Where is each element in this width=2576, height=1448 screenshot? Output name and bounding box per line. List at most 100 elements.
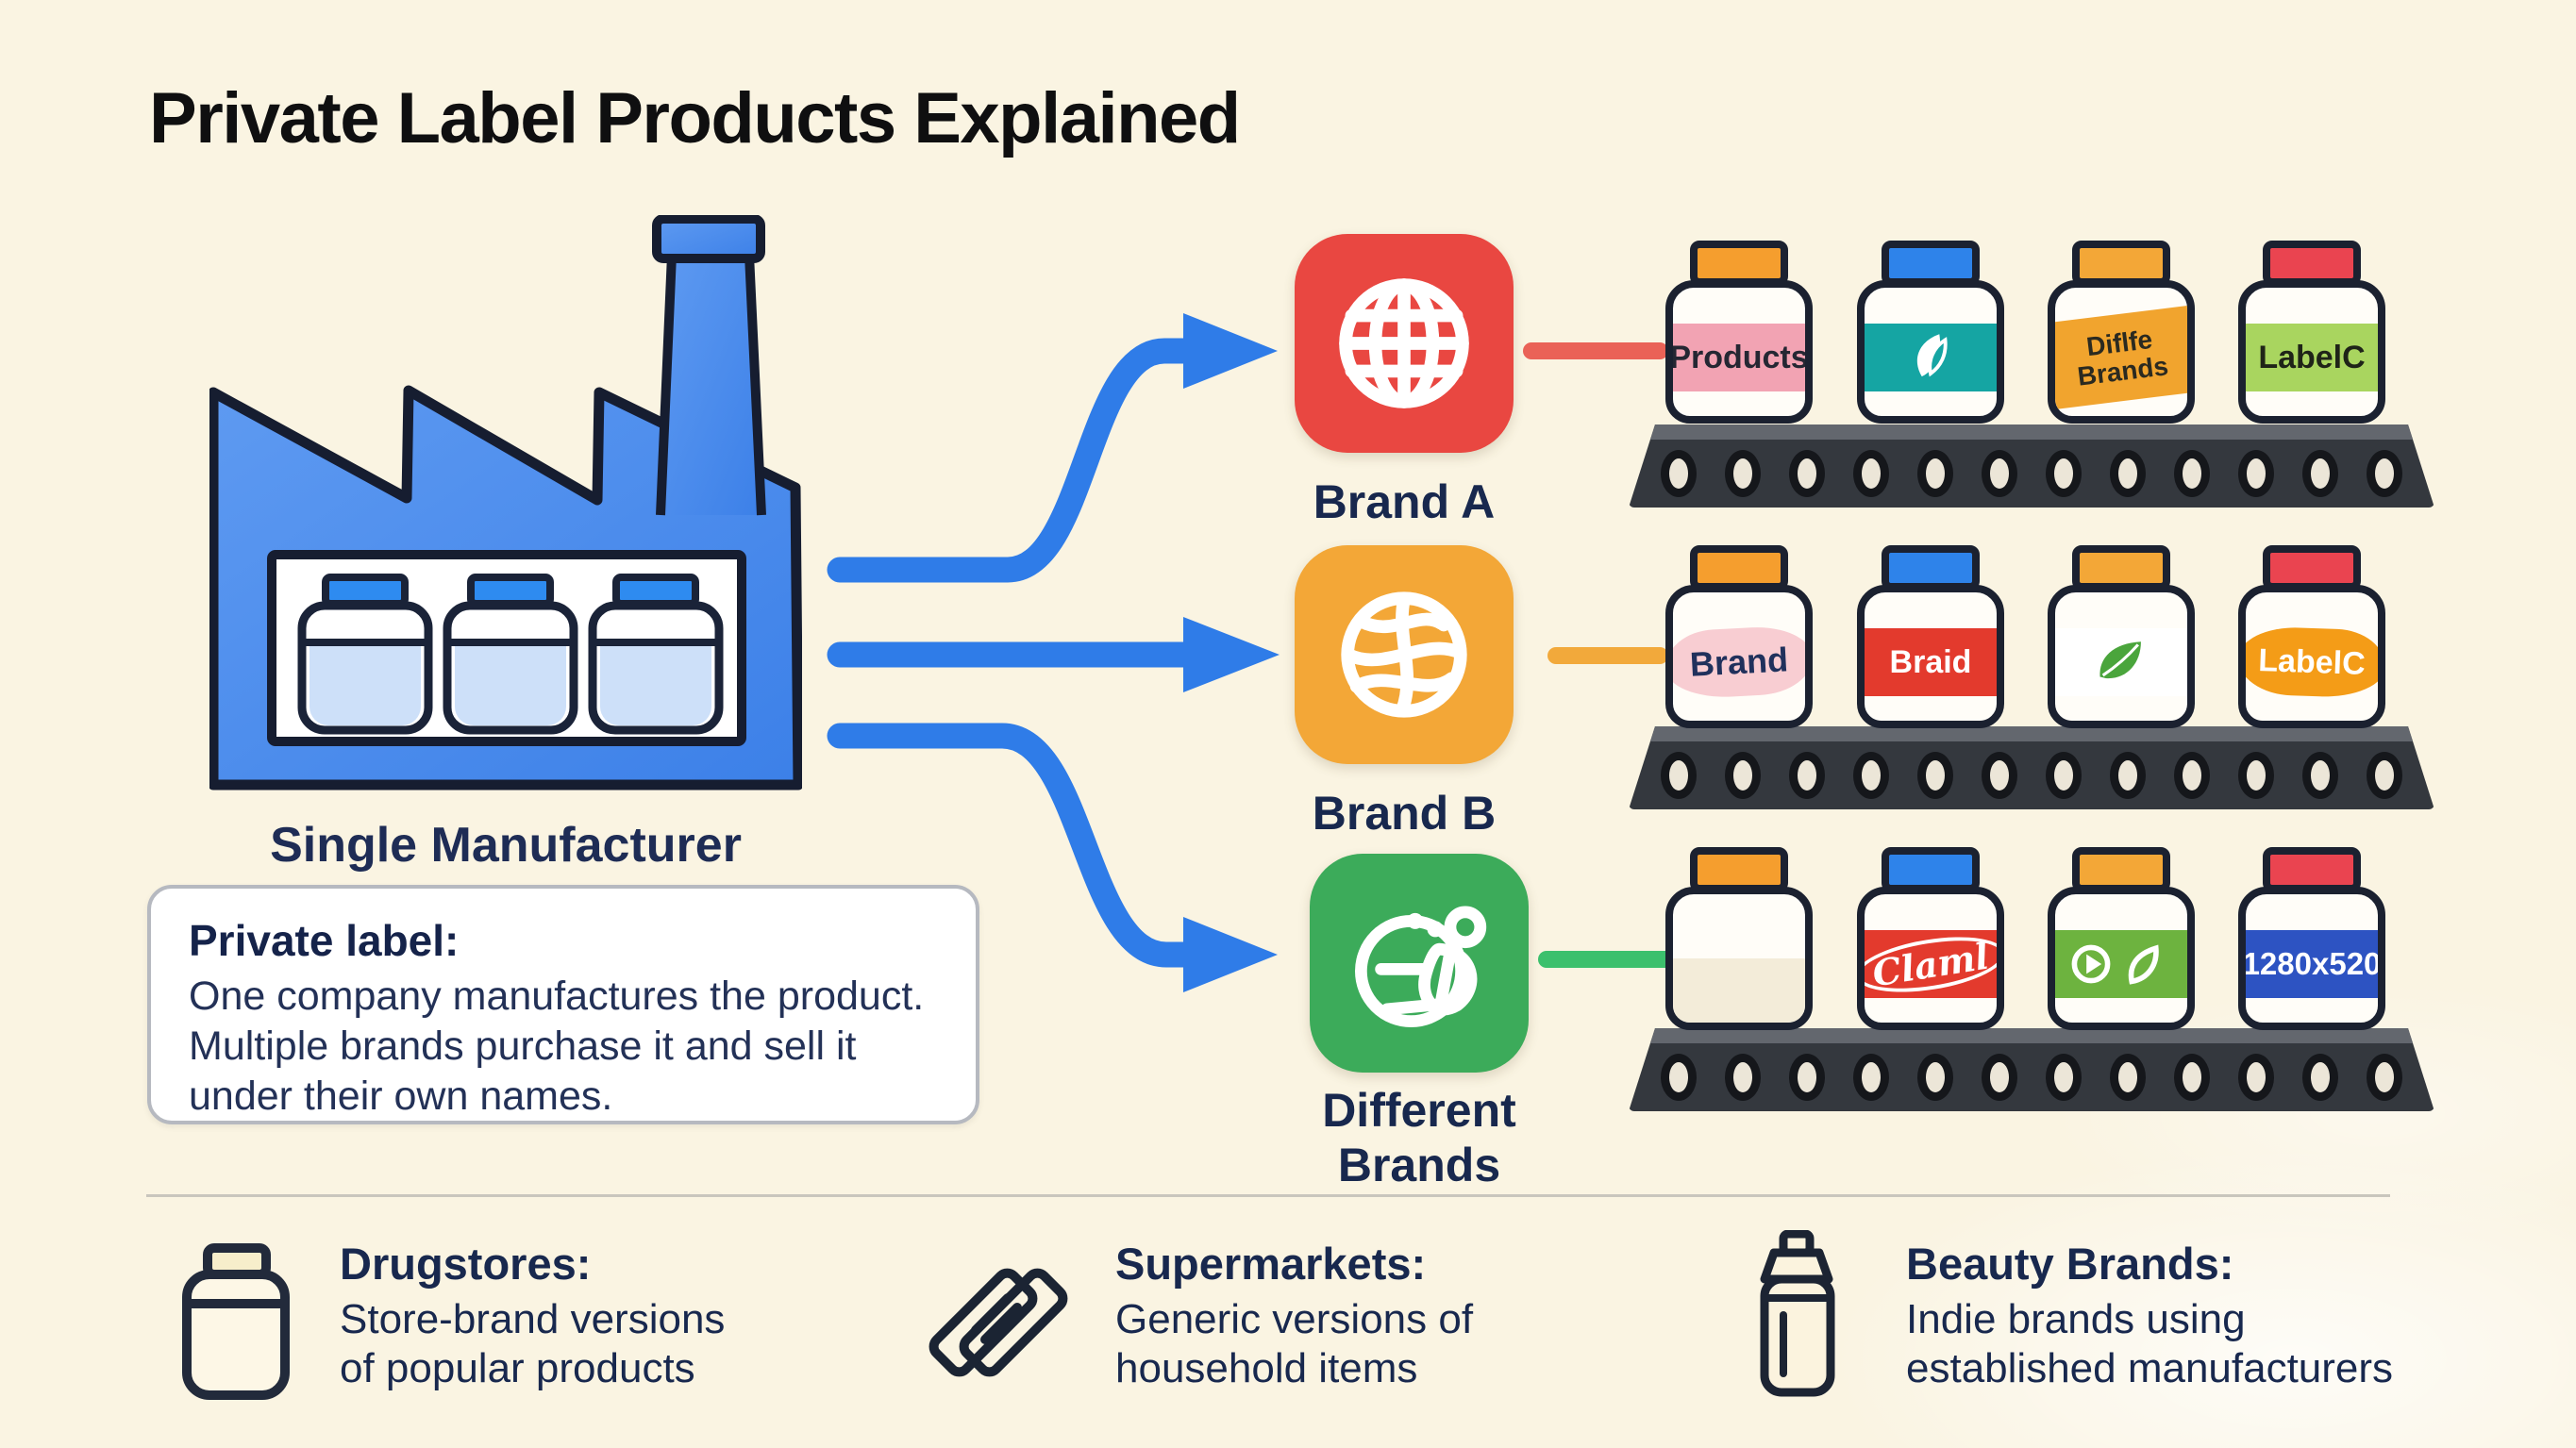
- legend-line: Indie brands using: [1906, 1296, 2246, 1342]
- jar-body: LabelC: [2238, 585, 2385, 728]
- factory-chimney-cap: [652, 215, 765, 263]
- panel-jar-icon: [588, 574, 724, 735]
- jar-cap: [2072, 241, 2170, 286]
- jar-body: LabelC: [2238, 280, 2385, 424]
- info-box-line: Multiple brands purchase it and sell it: [189, 1024, 857, 1069]
- info-box-line: under their own names.: [189, 1074, 613, 1119]
- jar-label: Braid: [1865, 628, 1997, 696]
- jar-body: Diflfe Brands: [2048, 280, 2195, 424]
- globe-grid-icon: [1339, 278, 1469, 408]
- jar-body: 1280x520: [2238, 887, 2385, 1030]
- conveyor-holes: [1661, 749, 2402, 802]
- eco-recycle-leaf-icon: [2071, 944, 2159, 985]
- jar-label: LabelC: [2246, 625, 2378, 699]
- legend-item-supermarkets: Supermarkets: Generic versions of househ…: [1115, 1238, 1473, 1393]
- jar-label: LabelC: [2246, 324, 2378, 391]
- product-jar: [2048, 545, 2195, 728]
- info-box-line: One company manufactures the product.: [189, 974, 925, 1019]
- product-jar: [1665, 847, 1813, 1030]
- crossed-tags-icon: [928, 1268, 1068, 1377]
- jar-body: [2048, 585, 2195, 728]
- jar-label: Products: [1669, 324, 1809, 391]
- leaf-logo-icon: [1916, 334, 1948, 377]
- jar-label: Claml: [1865, 927, 1997, 1001]
- jar-label: [2055, 628, 2187, 696]
- abstract-leaf-face-icon: [1355, 906, 1487, 1027]
- jar-label-text: Brand: [1688, 640, 1789, 684]
- jar-cap: [2072, 545, 2170, 591]
- product-jar: [1857, 241, 2004, 424]
- jar-cap: [1882, 847, 1980, 892]
- jar-body: [1665, 887, 1813, 1030]
- conveyor-shelf: [1629, 726, 2434, 809]
- info-box-heading: Private label:: [189, 916, 460, 965]
- product-jar: Braid: [1857, 545, 2004, 728]
- jar-cap: [2263, 847, 2361, 892]
- legend-item-drugstores: Drugstores: Store-brand versions of popu…: [340, 1238, 725, 1393]
- jar-cap: [2072, 847, 2170, 892]
- product-jar: 1280x520: [2238, 847, 2385, 1030]
- jar-contents: [1673, 958, 1805, 1023]
- jar-label-text: 1280x520: [2242, 946, 2382, 981]
- conveyor-holes: [1661, 1051, 2402, 1104]
- jar-label-text: LabelC: [2257, 641, 2367, 682]
- product-jar: Brand: [1665, 545, 1813, 728]
- globe-wireframe-icon: [1341, 591, 1467, 718]
- factory-illustration: [209, 215, 802, 791]
- product-jar: Claml: [1857, 847, 2004, 1030]
- product-jar: LabelC: [2238, 545, 2385, 728]
- different-brands-tile: [1310, 854, 1529, 1073]
- jar-label: Diflfe Brands: [2055, 305, 2187, 410]
- jar-label: [2055, 930, 2187, 998]
- jar-label: [1865, 324, 1997, 391]
- arrow-to-brand-a: [827, 313, 1278, 583]
- panel-jar-icon: [297, 574, 433, 735]
- factory-caption: Single Manufacturer: [270, 818, 742, 873]
- arrow-to-brand-b: [827, 617, 1280, 692]
- private-label-info-box: Private label: One company manufactures …: [147, 885, 979, 1124]
- jar-label-text: Diflfe Brands: [2076, 324, 2170, 391]
- jar-cap: [2263, 545, 2361, 591]
- brand-b-tile: [1295, 545, 1514, 764]
- jar-cap: [1882, 545, 1980, 591]
- jar-outline-icon: [182, 1243, 290, 1400]
- jar-cap: [2263, 241, 2361, 286]
- section-divider: [146, 1194, 2390, 1197]
- product-jar: Diflfe Brands: [2048, 241, 2195, 424]
- bottle-outline-icon: [1760, 1230, 1835, 1397]
- legend-line: established manufacturers: [1906, 1345, 2394, 1391]
- brand-a-label: Brand A: [1313, 475, 1496, 528]
- legend-heading: Drugstores:: [340, 1239, 592, 1289]
- jar-label-text: LabelC: [2258, 339, 2366, 375]
- panel-jar-icon: [443, 574, 578, 735]
- connector-different-brands: [1538, 951, 1675, 968]
- product-jar: LabelC: [2238, 241, 2385, 424]
- arrow-to-different-brands: [827, 723, 1278, 992]
- jar-label: 1280x520: [2242, 930, 2382, 998]
- jar-label-text: Claml: [1865, 927, 1997, 1001]
- product-jar: [2048, 847, 2195, 1030]
- legend-heading: Beauty Brands:: [1906, 1239, 2234, 1289]
- connector-brand-a: [1523, 342, 1668, 359]
- jar-body: [1857, 280, 2004, 424]
- legend-heading: Supermarkets:: [1115, 1239, 1427, 1289]
- brand-a-tile: [1295, 234, 1514, 453]
- jar-body: Brand: [1665, 585, 1813, 728]
- jar-body: Claml: [1857, 887, 2004, 1030]
- legend-line: household items: [1115, 1345, 1418, 1391]
- legend-item-beauty-brands: Beauty Brands: Indie brands using establ…: [1906, 1238, 2393, 1393]
- conveyor-shelf: [1629, 424, 2434, 508]
- page-title: Private Label Products Explained: [149, 78, 1241, 158]
- jar-cap: [1882, 241, 1980, 286]
- connector-brand-b: [1547, 647, 1668, 664]
- jar-body: Products: [1665, 280, 1813, 424]
- legend-line: Store-brand versions: [340, 1296, 726, 1342]
- product-jar: Products: [1665, 241, 1813, 424]
- jar-cap: [1690, 545, 1788, 591]
- conveyor-holes: [1661, 447, 2402, 500]
- green-leaf-icon: [2099, 641, 2141, 679]
- brand-b-label: Brand B: [1312, 787, 1497, 840]
- jar-label-text: Products: [1669, 339, 1809, 375]
